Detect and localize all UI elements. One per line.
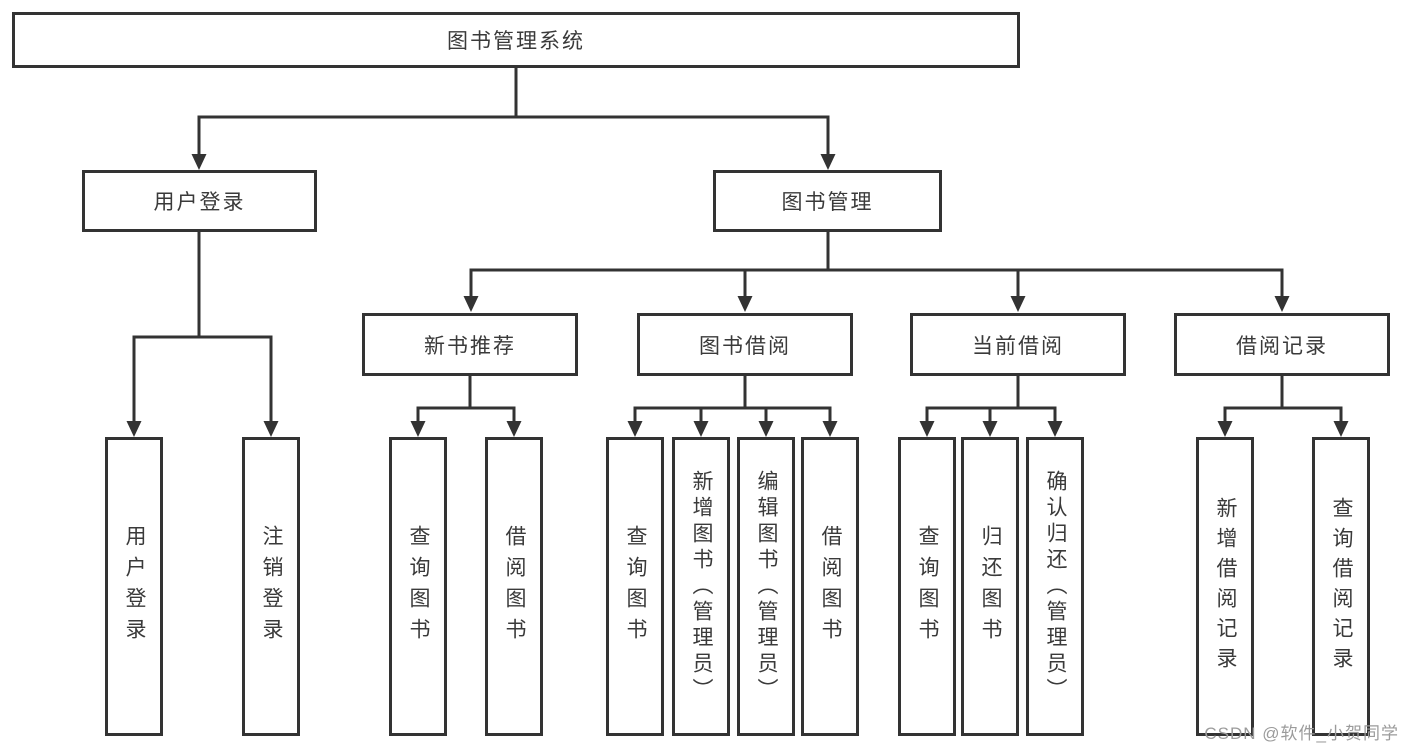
leaf-borrow-books: 借阅图书 (801, 437, 859, 736)
node-label: 查询图书 (624, 524, 647, 649)
node-label: 图书管理 (781, 191, 874, 214)
connector-book-borrowing-branch (633, 376, 832, 423)
connector-book-management-branch (469, 232, 1284, 298)
leaf-borrow-books-recommend: 借阅图书 (485, 437, 543, 736)
connector-new-book-branch (416, 376, 516, 423)
node-label: 图书借阅 (699, 334, 791, 358)
node-user-login: 用户登录 (82, 170, 317, 232)
node-label: 查询图书 (916, 524, 939, 649)
leaf-query-books-recommend: 查询图书 (389, 437, 447, 736)
node-book-management: 图书管理 (713, 170, 942, 232)
leaf-query-books-current: 查询图书 (898, 437, 956, 736)
node-label: 新增图书（管理员） (690, 469, 713, 704)
node-label: 新书推荐 (424, 334, 516, 358)
node-label: 图书管理系统 (447, 30, 585, 53)
node-label: 新增借阅记录 (1214, 496, 1237, 677)
leaf-query-books-borrowing: 查询图书 (606, 437, 664, 736)
node-book-borrowing: 图书借阅 (637, 313, 853, 376)
node-label: 查询借阅记录 (1330, 496, 1353, 677)
node-label: 归还图书 (979, 524, 1002, 649)
node-label: 借阅图书 (503, 524, 526, 649)
node-label: 用户登录 (153, 191, 246, 214)
node-label: 编辑图书（管理员） (755, 469, 778, 704)
leaf-edit-books-admin: 编辑图书（管理员） (737, 437, 795, 736)
connector-current-borrowing-branch (925, 376, 1057, 423)
leaf-return-books: 归还图书 (961, 437, 1019, 736)
node-new-book-recommendation: 新书推荐 (362, 313, 578, 376)
node-borrowing-records: 借阅记录 (1174, 313, 1390, 376)
node-label: 确认归还（管理员） (1044, 469, 1067, 704)
leaf-query-borrowing-record: 查询借阅记录 (1312, 437, 1370, 736)
node-label: 用户登录 (123, 524, 146, 649)
csdn-watermark: CSDN @软件_小贺同学 (1204, 724, 1399, 743)
node-label: 查询图书 (407, 524, 430, 649)
leaf-add-books-admin: 新增图书（管理员） (672, 437, 730, 736)
leaf-logout: 注销登录 (242, 437, 300, 736)
node-label: 当前借阅 (972, 334, 1064, 358)
connector-root-to-level2 (197, 68, 830, 156)
node-book-management-system: 图书管理系统 (12, 12, 1020, 68)
node-label: 借阅记录 (1236, 334, 1328, 358)
connector-user-login-branch (132, 232, 273, 423)
connector-borrowing-records-branch (1223, 376, 1343, 423)
node-label: 注销登录 (260, 524, 283, 649)
leaf-user-login: 用户登录 (105, 437, 163, 736)
node-current-borrowing: 当前借阅 (910, 313, 1126, 376)
leaf-confirm-return-admin: 确认归还（管理员） (1026, 437, 1084, 736)
leaf-add-borrowing-record: 新增借阅记录 (1196, 437, 1254, 736)
node-label: 借阅图书 (819, 524, 842, 649)
